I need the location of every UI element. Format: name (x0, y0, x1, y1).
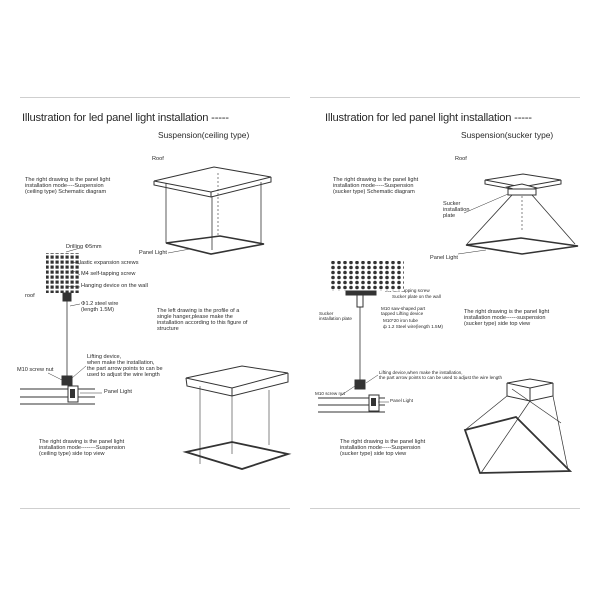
hanging-device-label: Hanging device on the wall (81, 283, 148, 289)
left-hanging-device (62, 292, 72, 302)
right-panel-light-label-2: Panel Light (390, 398, 413, 403)
left-panel-light-label-2: Panel Light (104, 389, 132, 395)
m10-iron-tube-label: M10*20 iron tube (383, 318, 418, 323)
left-side-view-note: The right drawing is the panel light ins… (39, 439, 126, 457)
sucker-type-panel (310, 97, 580, 509)
left-subtitle: Suspension(ceiling type) (158, 130, 250, 140)
m10-part-label: M10 saw-shaped part tapped Lifting devic… (381, 306, 426, 316)
left-wire-label: Φ1.2 steel wire (length 1.5M) (81, 301, 119, 313)
right-wire-label: ф 1.2 Steel wire(length 1.5M) (383, 324, 443, 329)
left-ceiling-board (185, 365, 289, 389)
left-roof-small-label: roof (25, 293, 35, 299)
left-ceiling-block (46, 253, 80, 293)
right-side-view-note-top: The right drawing is the panel light ins… (464, 309, 550, 327)
profile-note: The left drawing is the profile of a sin… (157, 308, 248, 332)
left-schematic-note: The right drawing is the panel light ins… (25, 177, 111, 195)
right-side-panel-light (463, 416, 573, 474)
sucker-plate-wall-label: Sucker plate on the wall (392, 294, 441, 299)
left-roof-label: Roof (152, 156, 164, 162)
right-screw-nut-label: M10 screw nut (315, 391, 345, 396)
ceiling-side-view (182, 365, 292, 470)
left-screw-nut-label: M10 screw nut (17, 367, 54, 373)
right-panel-light-label: Panel Light (430, 255, 458, 261)
right-roof-label: Roof (455, 156, 467, 162)
right-subtitle: Suspension(sucker type) (461, 130, 554, 140)
right-side-view-note: The right drawing is the panel light ins… (340, 439, 426, 457)
left-lifting-device (61, 375, 73, 386)
right-lifting-label: Lifting device,when make the installatio… (379, 370, 503, 380)
sucker-plate-label: Sucker installation plate (443, 201, 470, 219)
right-panel-light-shape (465, 237, 579, 255)
ceiling-schematic (153, 166, 272, 255)
left-title: Illustration for led panel light install… (22, 112, 229, 124)
left-panel-light-shape (165, 235, 265, 255)
left-panel-light-label: Panel Light (139, 250, 167, 256)
right-ceiling-block (330, 261, 404, 291)
right-lifting-device (354, 379, 366, 390)
ceiling-hanger-profile (20, 247, 102, 405)
right-schematic-note: The right drawing is the panel light ins… (333, 177, 419, 195)
sucker-installation-small-label: Sucker installation plate (319, 311, 352, 321)
right-sucker-box (506, 378, 554, 389)
sucker-hanger-profile (318, 261, 404, 413)
sucker-schematic (457, 173, 579, 255)
right-title: Illustration for led panel light install… (325, 112, 532, 124)
right-sucker-plate (345, 290, 377, 296)
left-lifting-label: Lifting device, when make the installati… (87, 354, 163, 378)
sucker-side-view (463, 378, 573, 474)
expansion-screws-label: Plastic expansion screws (76, 260, 139, 266)
ceiling-type-panel (20, 97, 290, 509)
tapping-screw-label: M4 self-tapping screw (81, 271, 136, 277)
drilling-label: Drilling Φ5mm (66, 244, 102, 250)
left-side-panel-light (182, 441, 292, 470)
